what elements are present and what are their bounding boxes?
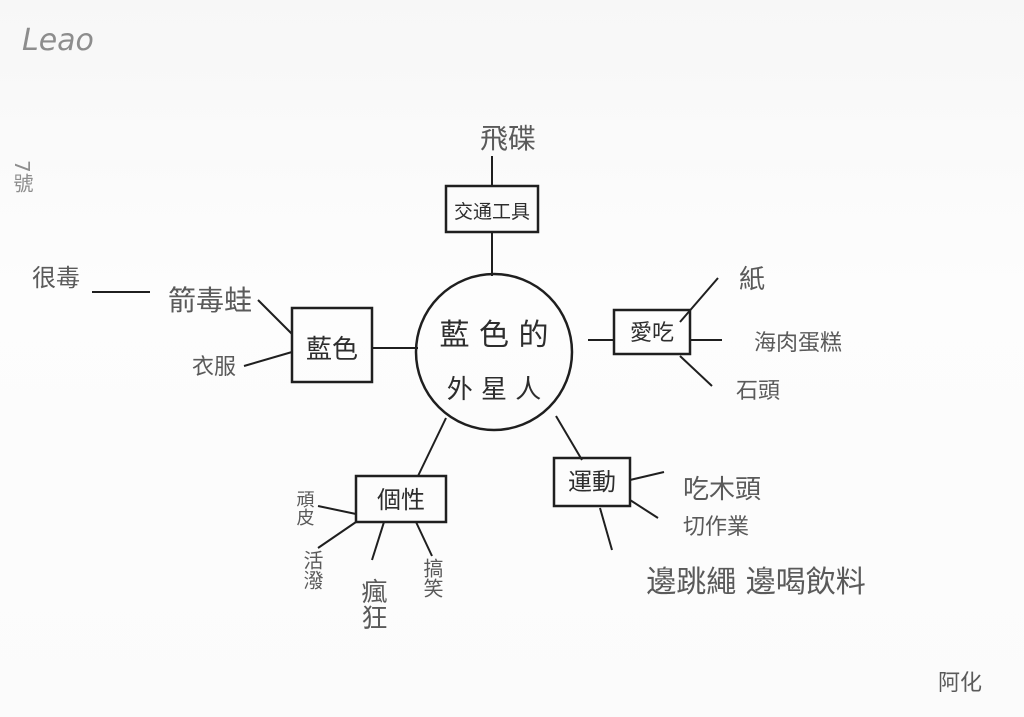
line-eat-paper — [679, 277, 719, 323]
line-sport-rope — [599, 507, 613, 551]
line-personality-lively — [317, 521, 357, 549]
box-transport — [444, 184, 540, 234]
line-eat-stone — [679, 355, 713, 387]
box-personality — [354, 474, 448, 524]
personality-item-4: 搞笑 — [420, 558, 444, 598]
transport-child-ufo: 飛碟 — [480, 122, 536, 155]
center-title-line1: 藍 色 的 — [439, 318, 548, 353]
sport-item-2: 切作業 — [683, 515, 749, 540]
center-title-line2: 外 星 人 — [447, 375, 542, 405]
box-blue — [290, 306, 374, 384]
box-eat — [612, 308, 692, 356]
blue-child-frog: 箭毒蛙 — [168, 284, 252, 317]
line-center-sport — [555, 415, 583, 461]
line-blue-frog — [257, 299, 293, 335]
line-personality-naughty — [317, 505, 357, 515]
box-sport — [552, 456, 632, 508]
line-center-personality — [417, 417, 447, 477]
side-note: 7號 — [10, 160, 34, 193]
blue-child-clothes: 衣服 — [192, 355, 236, 380]
sport-item-1: 吃木頭 — [683, 475, 761, 505]
blue-label: 藍色 — [306, 335, 358, 365]
eat-item-3: 石頭 — [736, 379, 780, 404]
line-sport-homework — [629, 499, 659, 519]
connector-lines — [92, 156, 722, 561]
personality-item-1: 頑皮 — [294, 490, 315, 526]
transport-label: 交通工具 — [454, 201, 530, 223]
personality-item-3: 瘋狂 — [357, 578, 387, 630]
line-personality-crazy — [371, 521, 385, 561]
line-sport-wood — [629, 471, 665, 481]
branch-boxes — [290, 184, 692, 524]
personality-label: 個性 — [377, 486, 425, 514]
line-blue-clothes — [243, 351, 293, 367]
center-circle — [414, 272, 574, 432]
personality-item-2: 活潑 — [300, 550, 324, 590]
eat-item-1: 紙 — [739, 265, 765, 295]
eat-item-2: 海肉蛋糕 — [754, 331, 842, 356]
line-personality-funny — [415, 521, 433, 557]
signature: 阿化 — [938, 671, 982, 696]
header-note: Leao — [22, 23, 94, 58]
sport-long-item: 邊跳繩 邊喝飲料 — [646, 565, 866, 600]
frog-note: 很毒 — [32, 264, 80, 292]
sport-label: 運動 — [568, 468, 616, 496]
eat-label: 愛吃 — [630, 321, 674, 346]
